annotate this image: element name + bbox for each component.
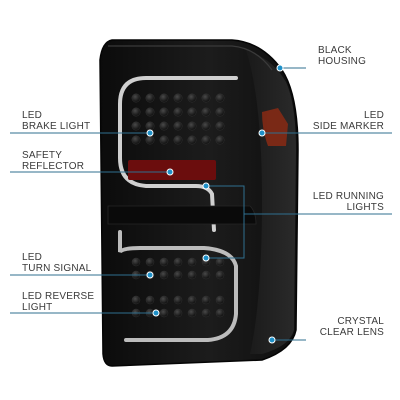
callout-line-running-lights [206, 185, 392, 259]
callout-dot-clear-lens [268, 336, 276, 344]
callout-dot-brake-light [146, 129, 154, 137]
callout-lines [10, 67, 392, 341]
brake-led [145, 135, 155, 145]
brake-led [145, 93, 155, 103]
turn-led [201, 270, 211, 280]
turn-led [187, 270, 197, 280]
label-black-housing: BLACK HOUSING [318, 45, 367, 67]
brake-led [173, 135, 183, 145]
brake-led [187, 93, 197, 103]
reverse-led [215, 295, 225, 305]
callout-dots [146, 64, 284, 344]
callout-dot-black-housing [276, 64, 284, 72]
callout-dot-running-upper [202, 182, 210, 190]
turn-led [173, 270, 183, 280]
brake-led [173, 93, 183, 103]
brake-led [201, 93, 211, 103]
callout-dot-reverse-light [152, 309, 160, 317]
turn-led [215, 257, 225, 267]
brake-led [215, 121, 225, 131]
brake-led [159, 93, 169, 103]
brake-led [187, 135, 197, 145]
led-side-marker [262, 108, 288, 146]
turn-led [187, 257, 197, 267]
label-led-brake-light: LED BRAKE LIGHT [22, 110, 91, 132]
reverse-led [215, 308, 225, 318]
brake-led [131, 93, 141, 103]
reverse-led [131, 295, 141, 305]
reverse-led [159, 308, 169, 318]
turn-led [173, 257, 183, 267]
brake-led [159, 135, 169, 145]
callout-dot-side-marker [258, 129, 266, 137]
reverse-led [187, 295, 197, 305]
reverse-led [201, 308, 211, 318]
brake-led [215, 107, 225, 117]
label-led-side-marker: LED SIDE MARKER [312, 110, 384, 132]
label-safety-reflector: SAFETY REFLECTOR [22, 150, 85, 172]
brake-led [159, 107, 169, 117]
label-led-reverse-light: LED REVERSE LIGHT [22, 291, 95, 313]
brake-led [145, 107, 155, 117]
led-brake-light [131, 93, 225, 145]
reverse-led [145, 295, 155, 305]
brake-led [201, 135, 211, 145]
callout-dot-turn-signal [146, 271, 154, 279]
reverse-led [201, 295, 211, 305]
brake-led [131, 121, 141, 131]
brake-led [131, 135, 141, 145]
crystal-clear-lens [108, 45, 273, 71]
brake-led [215, 93, 225, 103]
turn-led [159, 257, 169, 267]
brake-led [201, 107, 211, 117]
label-crystal-clear-lens: CRYSTAL CLEAR LENS [319, 316, 384, 338]
housing-divider [107, 205, 257, 225]
brake-led [187, 121, 197, 131]
brake-led [215, 135, 225, 145]
brake-led [187, 107, 197, 117]
brake-led [131, 107, 141, 117]
reverse-led [173, 295, 183, 305]
turn-led [159, 270, 169, 280]
callout-dot-running-lower [202, 254, 210, 262]
reverse-led [173, 308, 183, 318]
led-reverse-light [131, 295, 225, 318]
lower-light-bar [118, 230, 238, 342]
reverse-led [159, 295, 169, 305]
label-led-turn-signal: LED TURN SIGNAL [22, 252, 92, 274]
turn-led [215, 270, 225, 280]
reverse-led [187, 308, 197, 318]
turn-led [145, 257, 155, 267]
brake-led [145, 121, 155, 131]
callout-dot-safety-reflector [166, 168, 174, 176]
brake-led [173, 107, 183, 117]
label-led-running-lights: LED RUNNING LIGHTS [312, 191, 384, 213]
brake-led [173, 121, 183, 131]
brake-led [201, 121, 211, 131]
turn-led [131, 257, 141, 267]
brake-led [159, 121, 169, 131]
